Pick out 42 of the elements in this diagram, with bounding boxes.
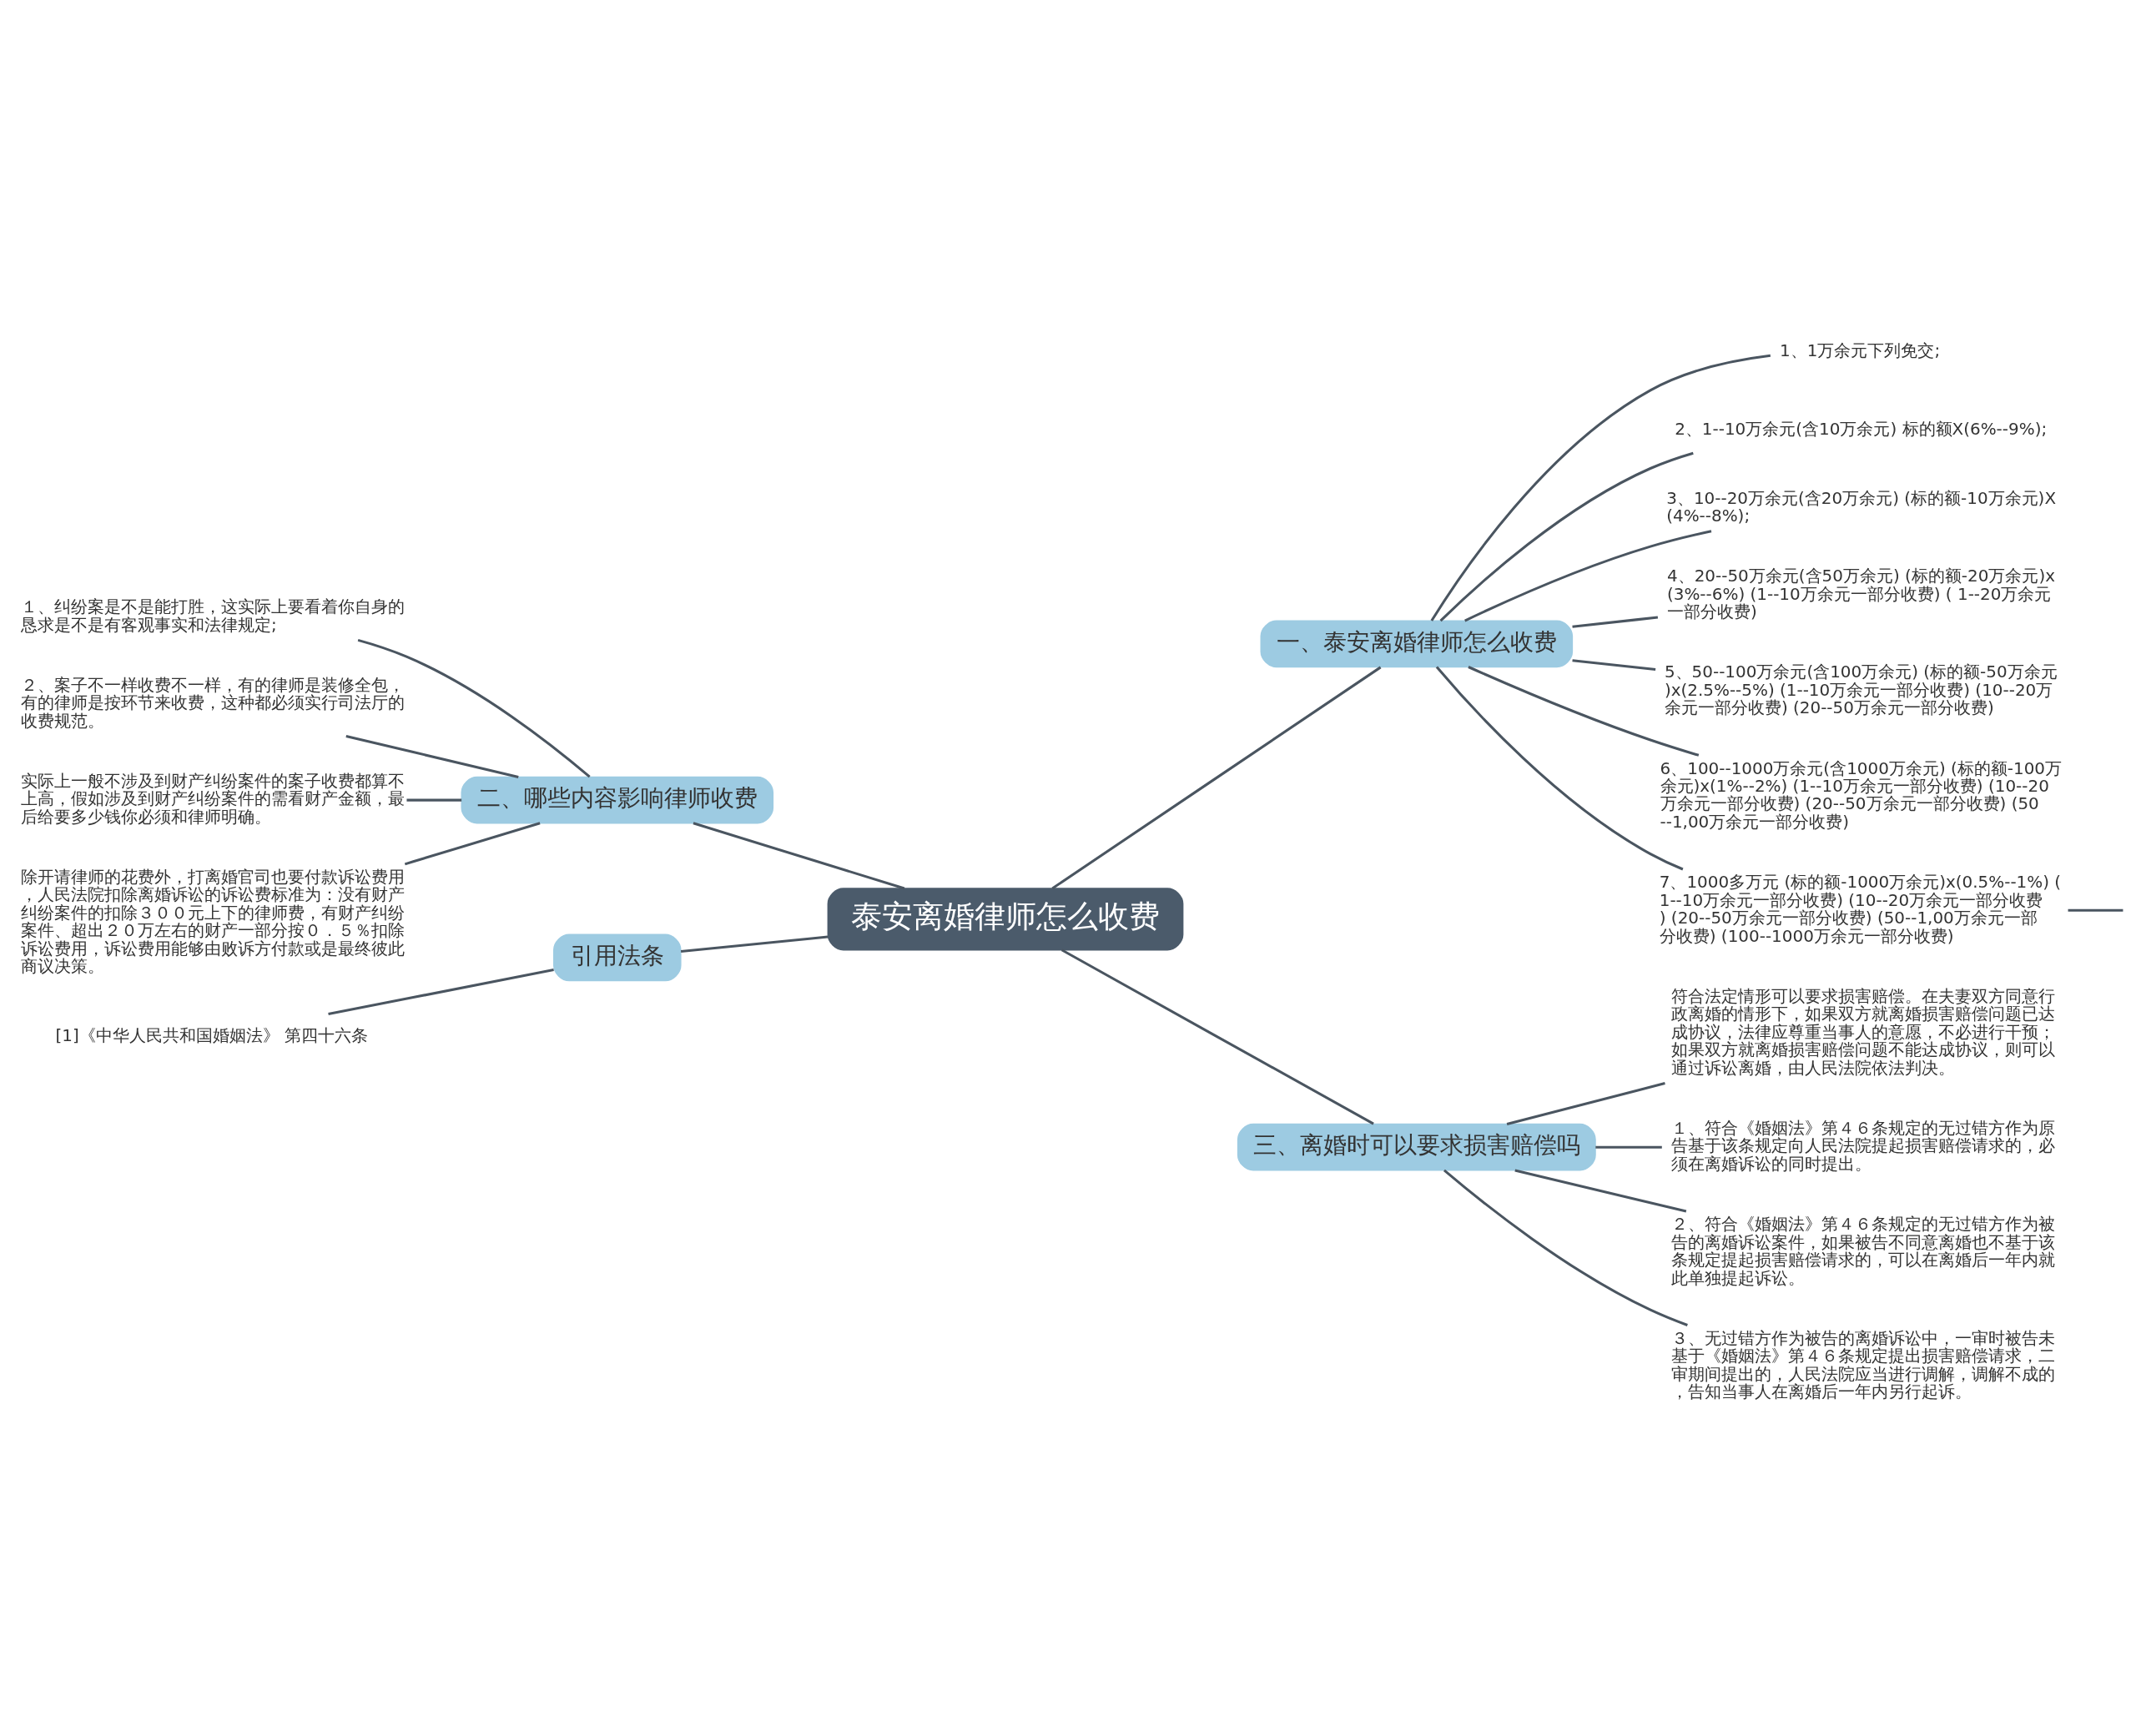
- connector: [1060, 949, 1374, 1125]
- connector: [1572, 616, 1659, 628]
- connector: [1572, 659, 1656, 672]
- node-text: 4、20--50万余元(含50万余元) (标的额-20万余元)x(3%--6%) (1--10万余元一部分收费) ( 1--20万余元一部分收费): [1666, 566, 2055, 622]
- connector: [406, 798, 462, 802]
- connector: [2068, 908, 2123, 912]
- node-text: 实际上一般不涉及到财产纠纷案件的案子收费都算不上高，假如涉及到财产纠纷案件的需看财产金额，最后给要多少钱你必须和律师明确。: [21, 770, 406, 827]
- node-text: 1、1万余元下列免交;: [1780, 340, 1941, 360]
- node-text: 符合法定情形可以要求损害赔偿。在夫妻双方同意行政离婚的情形下，如果双方就离婚损害赔偿问题已达成协议，法律应尊重当事人的意愿，不必进行干预；如果双方就离婚损害赔偿问题不能达成协议，则可以通过诉讼离婚，由人民法院依法判决。: [1670, 985, 2055, 1078]
- node-text: 3、10--20万余元(含20万余元) (标的额-10万余元)X(4%--8%);: [1666, 487, 2057, 526]
- node-box: 二、哪些内容影响律师收费: [461, 776, 774, 824]
- connector: [404, 822, 541, 866]
- connector: [1430, 354, 1771, 621]
- connector: [1595, 1145, 1662, 1149]
- connector: [1439, 451, 1694, 622]
- connector: [1506, 1082, 1665, 1126]
- connector: [1514, 1169, 1687, 1213]
- node-text: 6、100--1000万余元(含1000万余元) (标的额-100万余元)x(1%--2%) (1--10万余元一部分收费) (10--20万余元一部分收费) (20--50万余元一部分收费) (50--1,00万余元一部分收费): [1660, 757, 2063, 832]
- node-text: ３、无过错方作为被告的离婚诉讼中，一审时被告未基于《婚姻法》第４６条规定提出损害赔偿请求，二审期间提出的，人民法院应当进行调解，调解不成的，告知当事人在离婚后一年内另行起诉。: [1670, 1327, 2055, 1402]
- node-text: ２、案子不一样收费不一样，有的律师是装修全包，有的律师是按环节来收费，这种都必须实行司法厅的收费规范。: [21, 674, 406, 731]
- node-text: ２、符合《婚姻法》第４６条规定的无过错方作为被告的离婚诉讼案件，如果被告不同意离婚也不基于该条规定提起损害赔偿请求的，可以在离婚后一年内就此单独提起诉讼。: [1670, 1214, 2055, 1288]
- connector: [328, 969, 554, 1015]
- node-text: 除开请律师的花费外，打离婚官司也要付款诉讼费用，人民法院扣除离婚诉讼的诉讼费标准为：没有财产纠纷案件的扣除３００元上下的律师费，有财产纠纷案件、超出２０万左右的财产一部分按０．５％扣除诉讼费用，诉讼费用能够由败诉方付款或是最终彼此商议决策。: [21, 867, 406, 977]
- node-box: 引用法条: [553, 933, 682, 982]
- connector: [680, 935, 829, 954]
- node-box: 一、泰安离婚律师怎么收费: [1260, 620, 1574, 668]
- connector: [357, 638, 591, 778]
- node-text: 7、1000多万元 (标的额-1000万余元)x(0.5%--1%) (1--10万余元一部分收费) (10--20万余元一部分收费) (20--50万余元一部分收费) (50--1,00万余元一部分收费) (100--1000万余元一部分收费): [1659, 872, 2062, 946]
- node-text: 5、50--100万余元(含100万余元) (标的额-50万余元)x(2.5%--5%) (1--10万余元一部分收费) (10--20万余元一部分收费) (20--50万余元一部分收费): [1664, 662, 2058, 718]
- node-box: 三、离婚时可以要求损害赔偿吗: [1237, 1123, 1596, 1171]
- connector: [1051, 666, 1382, 890]
- node-box: 泰安离婚律师怎么收费: [827, 888, 1184, 951]
- node-text: １、纠纷案是不是能打胜，这实际上要看着你自身的恳求是不是有客观事实和法律规定;: [21, 596, 406, 635]
- connector: [1443, 1169, 1688, 1326]
- node-text: [1]《中华人民共和国婚姻法》 第四十六条: [55, 1025, 369, 1046]
- connector: [345, 735, 519, 778]
- connector: [1468, 666, 1700, 757]
- connector: [693, 822, 905, 890]
- node-text: 2、1--10万余元(含10万余元) 标的额X(6%--9%);: [1675, 418, 2048, 439]
- connector: [1464, 530, 1712, 622]
- connector: [1435, 666, 1684, 871]
- node-text: １、符合《婚姻法》第４６条规定的无过错方作为原告基于该条规定向人民法院提起损害赔偿请求的，必须在离婚诉讼的同时提出。: [1670, 1117, 2055, 1174]
